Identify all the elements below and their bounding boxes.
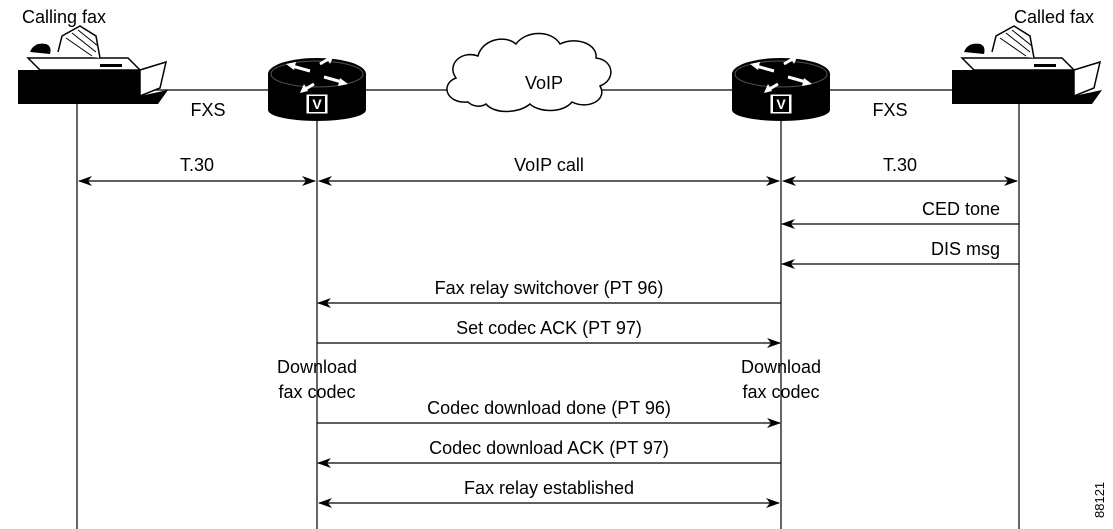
right-download-note-line1: Download <box>741 357 821 377</box>
message-label-download-ack: Codec download ACK (PT 97) <box>429 438 669 458</box>
called-fax-icon <box>952 25 1102 104</box>
message-label-relay-established: Fax relay established <box>464 478 634 498</box>
left-download-note-line2: fax codec <box>278 382 355 402</box>
figure-id: 88121 <box>1092 482 1107 518</box>
segment-left-label: T.30 <box>180 155 214 175</box>
right-router-badge: V <box>776 96 786 112</box>
calling-fax-icon <box>18 25 168 104</box>
segment-middle-label: VoIP call <box>514 155 584 175</box>
cloud-label: VoIP <box>525 73 563 93</box>
message-label-dis: DIS msg <box>931 239 1000 259</box>
left-download-note-line1: Download <box>277 357 357 377</box>
message-label-ced: CED tone <box>922 199 1000 219</box>
left-router-badge: V <box>312 96 322 112</box>
called-fax-label: Called fax <box>1014 7 1094 27</box>
segment-right-label: T.30 <box>883 155 917 175</box>
right-download-note-line2: fax codec <box>742 382 819 402</box>
message-label-switchover: Fax relay switchover (PT 96) <box>435 278 664 298</box>
message-label-download-done: Codec download done (PT 96) <box>427 398 671 418</box>
left-interface-label: FXS <box>190 100 225 120</box>
voip-cloud-icon <box>446 32 612 113</box>
message-label-set-codec-ack: Set codec ACK (PT 97) <box>456 318 642 338</box>
left-gateway-router-icon: V <box>268 55 366 121</box>
right-gateway-router-icon: V <box>732 55 830 121</box>
right-interface-label: FXS <box>872 100 907 120</box>
calling-fax-label: Calling fax <box>22 7 106 27</box>
